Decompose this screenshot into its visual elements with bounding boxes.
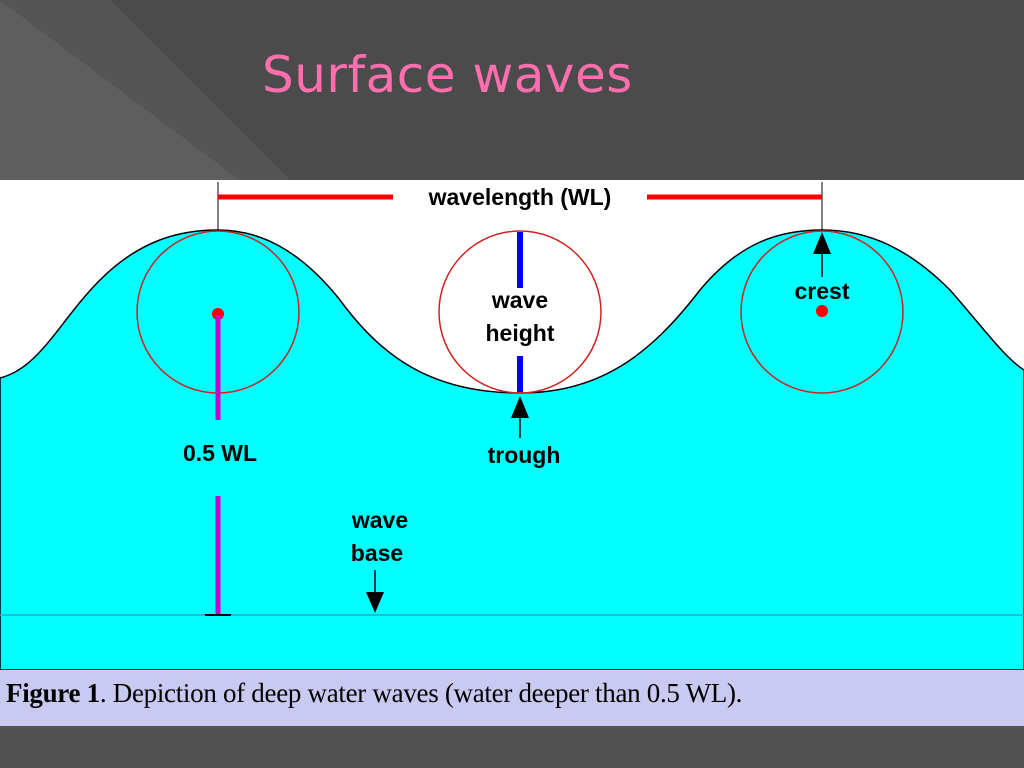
crest-label: crest [795, 278, 850, 304]
crest-arrow-head [813, 232, 831, 254]
orbit-center-dot-right [816, 305, 828, 317]
wave-base-arrow-head [366, 592, 384, 613]
half-wl-label: 0.5 WL [183, 440, 257, 466]
wave-height-label-line2: height [486, 320, 555, 346]
wave-diagram: wavelength (WL) wave height crest trough… [0, 180, 1024, 670]
wave-base-label-line1: wave [351, 507, 408, 533]
orbit-circle-right [740, 230, 904, 394]
figure-caption-bar: Figure 1. Depiction of deep water waves … [0, 670, 1024, 726]
orbit-circle-middle [438, 230, 602, 394]
wave-base-label-line2: base [351, 540, 403, 566]
trough-label: trough [488, 442, 561, 468]
wave-height-label-line1: wave [491, 287, 548, 313]
slide-title: Surface waves [262, 46, 633, 104]
figure-caption-text: . Depiction of deep water waves (water d… [99, 678, 743, 708]
orbit-center-dot-left [212, 308, 224, 320]
figure-caption: Figure 1. Depiction of deep water waves … [6, 678, 742, 709]
trough-arrow-head [511, 396, 529, 418]
wavelength-label: wavelength (WL) [428, 184, 612, 210]
figure-caption-label: Figure 1 [6, 678, 100, 708]
